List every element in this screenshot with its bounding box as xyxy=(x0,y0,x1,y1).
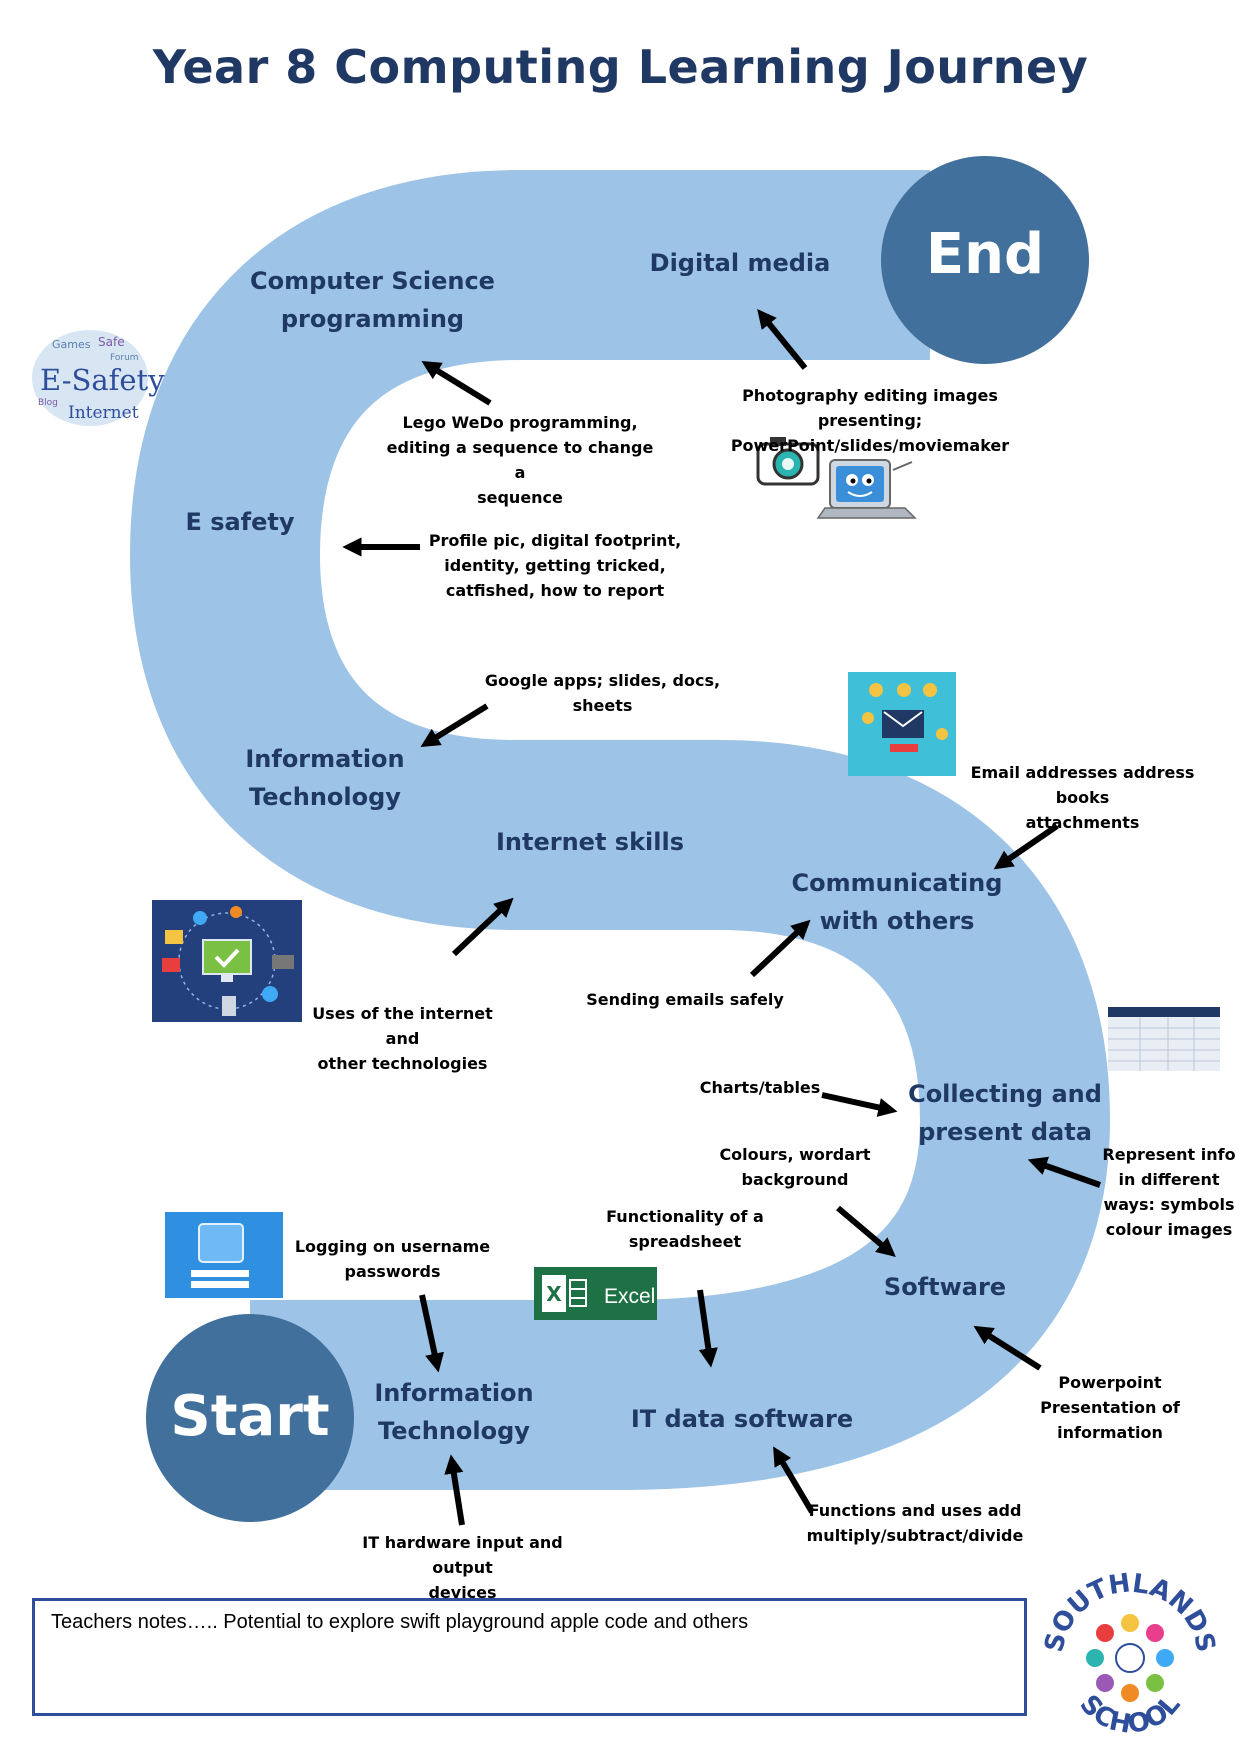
note-powerpoint: Powerpoint Presentation of information xyxy=(1040,1373,1180,1442)
page-title: Year 8 Computing Learning Journey xyxy=(152,40,1089,94)
svg-text:Forum: Forum xyxy=(110,353,139,363)
login-screen-image xyxy=(165,1212,283,1298)
school-logo: SOUTHLANDS SCHOOL xyxy=(1039,1568,1220,1740)
arrow-logging-on xyxy=(419,1294,444,1373)
note-google-apps: Google apps; slides, docs, sheets xyxy=(484,671,721,715)
note-functionality-spreadsheet: Functionality of a spreadsheet xyxy=(606,1207,764,1251)
stage-collecting-data: Collecting and present data xyxy=(908,1080,1102,1146)
end-label: End xyxy=(925,222,1045,287)
arrow-lego-wedo xyxy=(421,360,492,406)
arrow-colours xyxy=(836,1205,896,1257)
start-circle xyxy=(146,1314,354,1522)
svg-text:Safe: Safe xyxy=(98,335,125,349)
arrow-google-apps xyxy=(420,703,489,748)
stage-computer-science: Computer Science programming xyxy=(250,267,495,333)
arrow-functionality xyxy=(697,1289,718,1368)
arrow-charts xyxy=(821,1092,898,1117)
stage-digital-media: Digital media xyxy=(649,249,831,277)
excel-logo: X Excel xyxy=(534,1267,657,1320)
stage-internet-skills: Internet skills xyxy=(495,828,684,856)
teacher-notes: Teachers notes….. Potential to explore s… xyxy=(51,1611,749,1633)
stage-software: Software xyxy=(883,1273,1007,1301)
note-sending-emails: Sending emails safely xyxy=(586,990,784,1009)
note-represent-info: Represent info in different ways: symbol… xyxy=(1102,1145,1236,1239)
note-logging-on: Logging on username passwords xyxy=(294,1237,491,1281)
svg-text:Blog: Blog xyxy=(38,398,58,408)
stage-information-technology-start: Information Technology xyxy=(374,1379,534,1445)
computer-character-image xyxy=(816,459,917,519)
data-table-image xyxy=(1108,1007,1220,1071)
stage-communicating: Communicating with others xyxy=(791,869,1003,935)
svg-text:X: X xyxy=(546,1282,562,1306)
teacher-notes-box: Teachers notes….. Potential to explore s… xyxy=(32,1598,1027,1716)
arrow-uses-internet xyxy=(451,897,514,957)
svg-text:E-Safety: E-Safety xyxy=(40,363,165,397)
internet-technologies-image xyxy=(152,900,302,1022)
note-profile-pic: Profile pic, digital footprint, identity… xyxy=(428,531,682,600)
stage-e-safety: E safety xyxy=(185,508,295,536)
email-network-image xyxy=(848,672,956,776)
note-charts-tables: Charts/tables xyxy=(699,1078,821,1097)
svg-text:Games: Games xyxy=(52,338,91,351)
svg-text:SOUTHLANDS: SOUTHLANDS xyxy=(1039,1568,1220,1655)
start-label: Start xyxy=(170,1384,330,1449)
arrow-functions xyxy=(773,1446,815,1514)
camera-icon xyxy=(756,437,820,486)
stage-it-data-software: IT data software xyxy=(630,1405,854,1433)
note-functions: Functions and uses add multiply/subtract… xyxy=(806,1501,1024,1545)
arrow-hardware xyxy=(444,1454,465,1526)
svg-text:Internet: Internet xyxy=(68,403,139,423)
arrow-email-addresses xyxy=(993,823,1059,870)
end-circle xyxy=(881,156,1089,364)
note-uses-internet: Uses of the internet and other technolog… xyxy=(312,1004,493,1073)
note-colours-wordart: Colours, wordart background xyxy=(719,1145,871,1189)
arrow-represent-info xyxy=(1027,1156,1102,1188)
note-lego-wedo: Lego WeDo programming, editing a sequenc… xyxy=(386,413,654,507)
note-email-addresses: Email addresses address books attachment… xyxy=(970,763,1195,832)
arrow-photography xyxy=(757,309,808,370)
svg-text:Excel: Excel xyxy=(604,1285,655,1308)
arrow-powerpoint xyxy=(973,1325,1042,1371)
stage-information-technology: Information Technology xyxy=(245,745,405,811)
esafety-word-cloud-image: Games Safe Forum E-Safety Blog Internet xyxy=(32,330,165,426)
journey-band xyxy=(129,170,1111,1490)
note-photography: Photography editing images presenting; P… xyxy=(730,386,1010,455)
note-hardware: IT hardware input and output devices xyxy=(362,1533,563,1602)
arrow-sending-emails xyxy=(749,919,811,978)
